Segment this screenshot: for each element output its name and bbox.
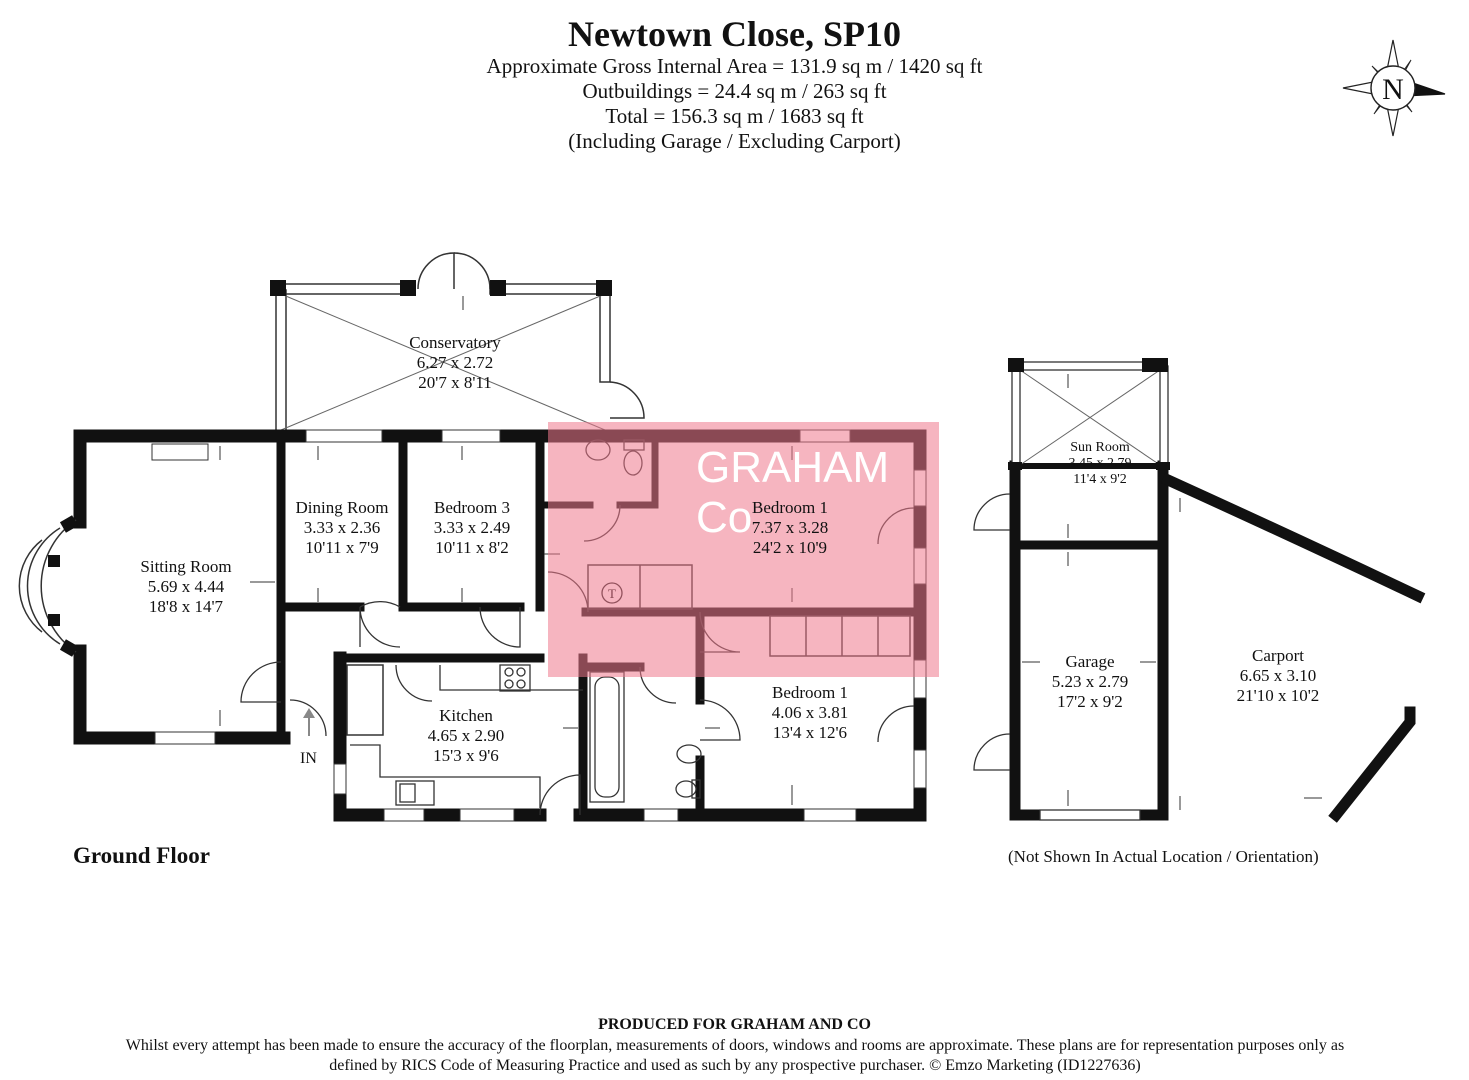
plan-title: Newtown Close, SP10: [568, 14, 901, 54]
watermark-word-co: Co: [696, 493, 753, 542]
outbuilding-walls: [1009, 460, 1426, 823]
watermark-word-graham: GRAHAM: [696, 443, 890, 492]
agent-watermark: [548, 422, 939, 677]
floor-caption: Ground Floor: [73, 843, 210, 868]
total-area-line: Total = 156.3 sq m / 1683 sq ft: [605, 104, 864, 128]
gross-area-line: Approximate Gross Internal Area = 131.9 …: [486, 54, 983, 78]
outbuildings-area-line: Outbuildings = 24.4 sq m / 263 sq ft: [582, 79, 887, 103]
compass-letter: N: [1382, 73, 1404, 106]
bay-window: [18, 519, 77, 653]
outbuilding-note: (Not Shown In Actual Location / Orientat…: [1008, 847, 1319, 866]
sun-room-glazing: [973, 361, 1169, 821]
entrance-arrow-icon: [303, 708, 315, 736]
inclusion-note-line: (Including Garage / Excluding Carport): [568, 129, 901, 153]
compass-north-icon: N: [1342, 39, 1446, 137]
footer-heading: PRODUCED FOR GRAHAM AND CO: [598, 1016, 871, 1033]
footer-disclaimer: Whilst every attempt has been made to en…: [125, 1037, 1345, 1074]
kitchen-fittings: [350, 664, 583, 808]
entrance-label: IN: [300, 750, 317, 767]
